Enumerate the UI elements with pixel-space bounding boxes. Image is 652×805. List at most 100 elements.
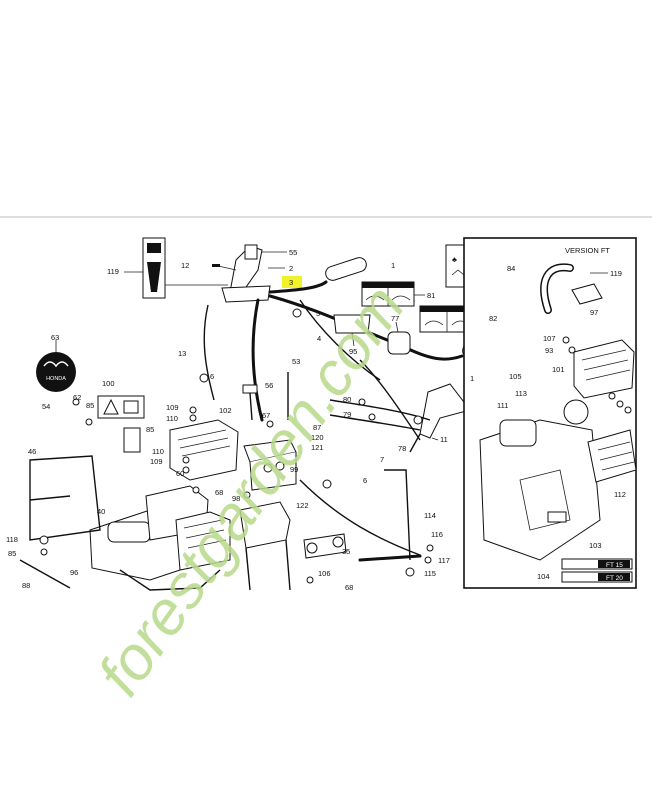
inset-title: VERSION FT xyxy=(565,246,610,255)
callout-ft101: 101 xyxy=(552,365,565,374)
callout-117: 117 xyxy=(438,556,450,565)
callout-2: 2 xyxy=(289,264,293,273)
throttle-lever xyxy=(221,244,271,303)
callout-53: 53 xyxy=(292,357,300,366)
callout-ft103: 103 xyxy=(589,541,602,550)
callout-115: 115 xyxy=(424,569,436,578)
callout-85b: 85 xyxy=(146,425,154,434)
decal-81 xyxy=(361,281,415,307)
callout-96: 96 xyxy=(70,568,78,577)
throttle-pictogram-label xyxy=(142,237,166,299)
callout-ft107: 107 xyxy=(543,334,556,343)
badge-ft15: FT 15 xyxy=(606,562,623,569)
svg-text:HONDA: HONDA xyxy=(46,376,66,382)
ft-air-filter-101 xyxy=(573,339,635,399)
callout-60: 60 xyxy=(176,469,184,478)
callout-ft113: 113 xyxy=(515,389,527,398)
callout-11: 11 xyxy=(440,435,448,444)
callout-81: 81 xyxy=(427,291,435,300)
ft-fasteners xyxy=(562,336,632,414)
callout-56: 56 xyxy=(265,381,273,390)
throttle-cable-13 xyxy=(203,304,215,401)
callout-100: 100 xyxy=(102,379,115,388)
callout-68b: 68 xyxy=(345,583,353,592)
callout-95: 95 xyxy=(349,347,357,356)
callout-6b: 6 xyxy=(363,476,367,485)
part-3-highlight xyxy=(282,276,302,288)
callout-ft112: 112 xyxy=(614,490,626,499)
callout-110a: 110 xyxy=(166,414,178,423)
fastener-bolts xyxy=(39,264,434,584)
callout-120: 120 xyxy=(311,433,324,442)
callout-77: 77 xyxy=(391,314,399,323)
callout-67a: 67 xyxy=(262,411,270,420)
engine-frame xyxy=(29,455,101,541)
callout-109a: 109 xyxy=(166,403,179,412)
callout-35: 35 xyxy=(342,547,350,556)
left-grip xyxy=(325,257,367,281)
bracket-120 xyxy=(243,439,297,491)
callout-85c: 85 xyxy=(8,549,16,558)
callout-121: 121 xyxy=(311,443,324,452)
watermark-text: forestgarden.com xyxy=(85,273,418,708)
decal-85 xyxy=(123,427,141,453)
callout-1a: 1 xyxy=(391,261,395,270)
callout-85a: 85 xyxy=(86,401,94,410)
honda-logo: HONDA xyxy=(36,352,76,392)
rod-114 xyxy=(384,469,411,561)
callout-62: 62 xyxy=(73,393,81,402)
callout-7: 7 xyxy=(380,455,384,464)
handlebar-left-arm xyxy=(268,280,328,294)
bracket-122 xyxy=(239,501,291,591)
callout-ft119: 119 xyxy=(610,269,622,278)
clutch-lever-11 xyxy=(409,383,471,453)
callout-40: 40 xyxy=(97,507,105,516)
callout-98: 98 xyxy=(232,494,240,503)
clamp-77 xyxy=(387,331,411,355)
svg-text:♣: ♣ xyxy=(452,255,457,264)
callout-80: 80 xyxy=(343,395,351,404)
badge-ft20: FT 20 xyxy=(606,575,623,582)
ft-model-badges: FT 15 FT 20 xyxy=(561,558,633,583)
callout-63: 63 xyxy=(51,333,59,342)
callout-12: 12 xyxy=(181,261,189,270)
callout-ft93: 93 xyxy=(545,346,553,355)
callout-numbers: 119 12 55 2 3 1 84 81 5 4 82 77 95 1 13 … xyxy=(6,248,626,592)
callout-1b: 1 xyxy=(470,374,474,383)
main-engine xyxy=(89,485,231,591)
callout-87: 87 xyxy=(313,423,321,432)
callout-54: 54 xyxy=(42,402,50,411)
callout-119: 119 xyxy=(107,267,119,276)
callout-118: 118 xyxy=(6,535,18,544)
callout-106: 106 xyxy=(318,569,331,578)
ft-fitting-97 xyxy=(571,283,603,305)
callout-116: 116 xyxy=(431,530,443,539)
callout-3: 3 xyxy=(289,278,293,287)
callout-13: 13 xyxy=(178,349,186,358)
callout-79: 79 xyxy=(343,410,351,419)
decal-95 xyxy=(333,314,371,334)
callout-ft97: 97 xyxy=(590,308,598,317)
callout-122: 122 xyxy=(296,501,309,510)
callout-82: 82 xyxy=(489,314,497,323)
callout-109b: 109 xyxy=(150,457,163,466)
callout-5: 5 xyxy=(316,309,320,318)
air-filter-102 xyxy=(169,419,239,481)
callout-84: 84 xyxy=(507,264,515,273)
bracket-35 xyxy=(303,533,347,559)
callout-46: 46 xyxy=(28,447,36,456)
callout-102: 102 xyxy=(219,406,232,415)
warning-decal-100 xyxy=(97,395,145,419)
handlebar-tube xyxy=(251,298,264,422)
callout-88: 88 xyxy=(22,581,30,590)
callout-4: 4 xyxy=(317,334,321,343)
callout-ft111: 111 xyxy=(497,401,508,410)
callout-6a: 6 xyxy=(210,372,214,381)
callout-ft104: 104 xyxy=(537,572,550,581)
callout-78: 78 xyxy=(398,444,406,453)
ft-engine xyxy=(479,399,637,561)
callout-55: 55 xyxy=(289,248,297,257)
watermark: forestgarden.com xyxy=(85,273,418,708)
